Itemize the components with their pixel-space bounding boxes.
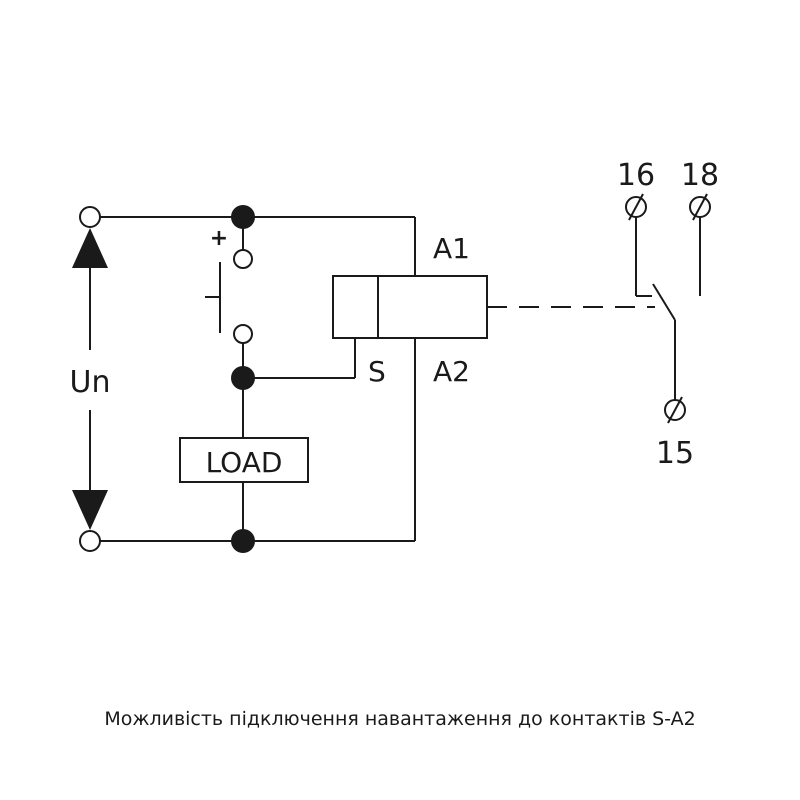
contact-18-label: 18 (681, 158, 719, 193)
supply-terminal-bottom (79, 530, 101, 552)
junction-s (231, 366, 255, 390)
voltage-arrow-head-up (72, 228, 108, 268)
contact-18-terminal-slash (692, 193, 708, 221)
contact-15-label: 15 (656, 436, 694, 471)
terminal-a2-label: A2 (433, 355, 470, 388)
supply-label: Un (70, 365, 111, 400)
junction-top (231, 205, 255, 229)
supply-terminal-top (79, 206, 101, 228)
contact-15-terminal-slash (667, 396, 683, 424)
terminal-a1-label: A1 (433, 232, 470, 265)
load-box (179, 437, 309, 483)
voltage-arrow-head-down (72, 490, 108, 530)
relay-coil (332, 275, 488, 339)
contact-16-terminal-slash (628, 193, 644, 221)
button-terminal-top (233, 249, 253, 269)
junction-bottom (231, 529, 255, 553)
contact-16-label: 16 (617, 158, 655, 193)
diagram-caption: Можливість підключення навантаження до к… (104, 708, 696, 730)
load-label: LOAD (206, 446, 283, 479)
button-terminal-bottom (233, 324, 253, 344)
plus-sign: + (210, 226, 228, 251)
changeover-blade (652, 283, 676, 321)
terminal-s-label: S (368, 355, 386, 388)
